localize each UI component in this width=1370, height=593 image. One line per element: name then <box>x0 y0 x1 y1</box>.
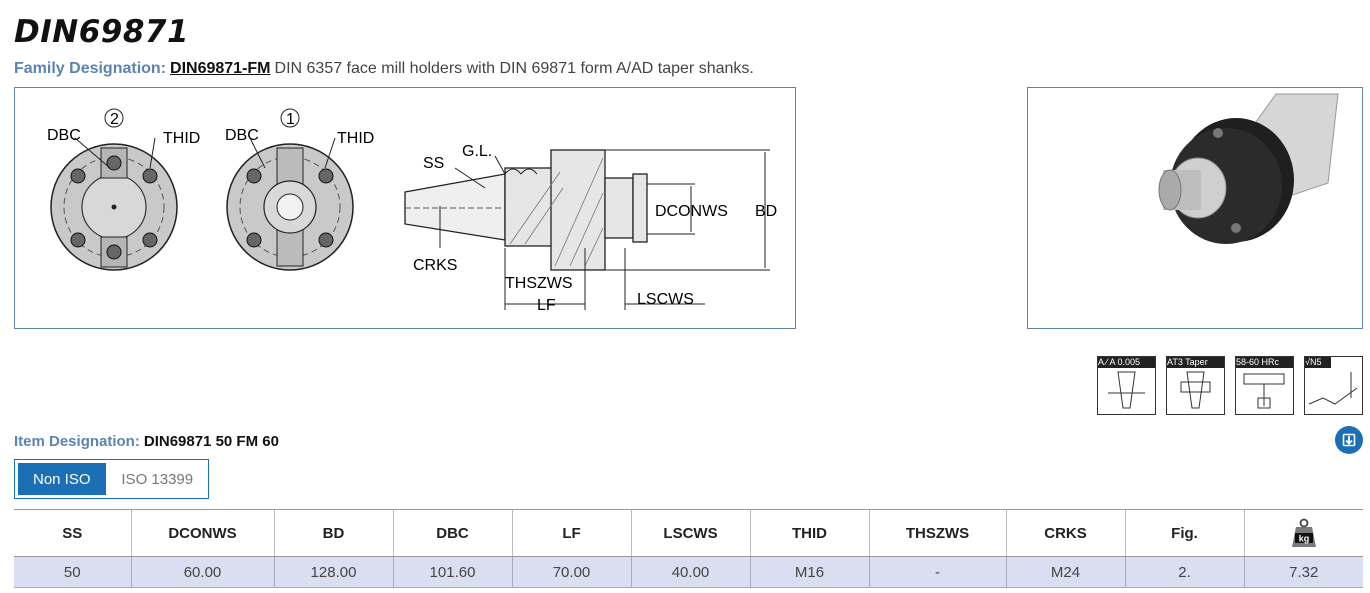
item-value: DIN69871 50 FM 60 <box>143 433 279 450</box>
standard-toggle: Non ISO ISO 13399 <box>14 459 209 499</box>
table-row[interactable]: 50 60.00 128.00 101.60 70.00 40.00 M16 -… <box>14 556 1363 588</box>
label-dconws: DCONWS <box>655 203 728 220</box>
header-thid: THID <box>749 509 869 557</box>
cell-thszws: - <box>868 556 1006 588</box>
hardness-icon: 58-60 HRc <box>1235 356 1294 415</box>
label-thid-2: THID <box>163 130 200 147</box>
page-title: DIN69871 <box>14 14 190 50</box>
spec-table: SS DCONWS BD DBC LF LSCWS THID THSZWS CR… <box>14 509 1363 588</box>
download-icon <box>1342 433 1356 447</box>
side-section-view: SS G.L. DCONWS BD CRKS THSZWS LF LSCWS <box>404 143 777 314</box>
header-thszws: THSZWS <box>868 509 1006 557</box>
cell-fig: 2. <box>1124 556 1244 588</box>
product-image <box>1027 87 1363 329</box>
family-description: DIN 6357 face mill holders with DIN 6987… <box>274 60 754 77</box>
table-header-row: SS DCONWS BD DBC LF LSCWS THID THSZWS CR… <box>14 509 1363 557</box>
label-dbc-2: DBC <box>47 127 81 144</box>
header-dconws: DCONWS <box>130 509 274 557</box>
weight-icon: kg <box>1291 518 1316 547</box>
item-label: Item Designation: <box>14 433 140 450</box>
technical-drawing: 2 DBC THID 1 DBC THID <box>14 87 796 329</box>
cell-dbc: 101.60 <box>392 556 512 588</box>
tool-holder-picture <box>1158 93 1339 244</box>
cell-dconws: 60.00 <box>130 556 274 588</box>
cell-weight: 7.32 <box>1243 556 1363 588</box>
cell-thid: M16 <box>749 556 869 588</box>
surface-finish-icon: √N5 <box>1304 356 1363 415</box>
label-lf: LF <box>537 297 556 314</box>
label-ss: SS <box>423 155 444 172</box>
label-lscws: LSCWS <box>637 291 694 308</box>
download-button[interactable] <box>1335 426 1363 454</box>
non-iso-tab[interactable]: Non ISO <box>18 463 106 495</box>
item-designation: Item Designation:DIN69871 50 FM 60 <box>14 433 279 450</box>
label-thid-1: THID <box>337 130 374 147</box>
family-label: Family Designation: <box>14 60 167 77</box>
header-lf: LF <box>511 509 631 557</box>
header-weight: kg <box>1243 509 1363 557</box>
header-fig: Fig. <box>1124 509 1244 557</box>
weight-unit: kg <box>1298 534 1309 544</box>
flange-view-1: 1 DBC THID <box>225 108 374 271</box>
header-crks: CRKS <box>1005 509 1125 557</box>
header-lscws: LSCWS <box>630 509 750 557</box>
cell-crks: M24 <box>1005 556 1125 588</box>
header-bd: BD <box>273 509 393 557</box>
runout-icon: A ⁄ A 0.005 <box>1097 356 1156 415</box>
header-ss: SS <box>14 509 131 557</box>
flange-view-2: 2 DBC THID <box>47 108 200 271</box>
drawing-svg: 2 DBC THID 1 DBC THID <box>47 108 777 314</box>
fig1-number: 1 <box>286 111 295 128</box>
header-dbc: DBC <box>392 509 512 557</box>
label-dbc-1: DBC <box>225 127 259 144</box>
iso-13399-tab[interactable]: ISO 13399 <box>121 470 194 488</box>
label-gl: G.L. <box>462 143 492 160</box>
cell-lf: 70.00 <box>511 556 631 588</box>
taper-icon: AT3 Taper <box>1166 356 1225 415</box>
label-crks: CRKS <box>413 257 457 274</box>
cell-ss: 50 <box>14 556 131 588</box>
fig2-number: 2 <box>110 111 119 128</box>
cell-bd: 128.00 <box>273 556 393 588</box>
family-code-link[interactable]: DIN69871-FM <box>170 60 271 77</box>
label-thszws: THSZWS <box>505 275 573 292</box>
cell-lscws: 40.00 <box>630 556 750 588</box>
label-bd: BD <box>755 203 777 220</box>
